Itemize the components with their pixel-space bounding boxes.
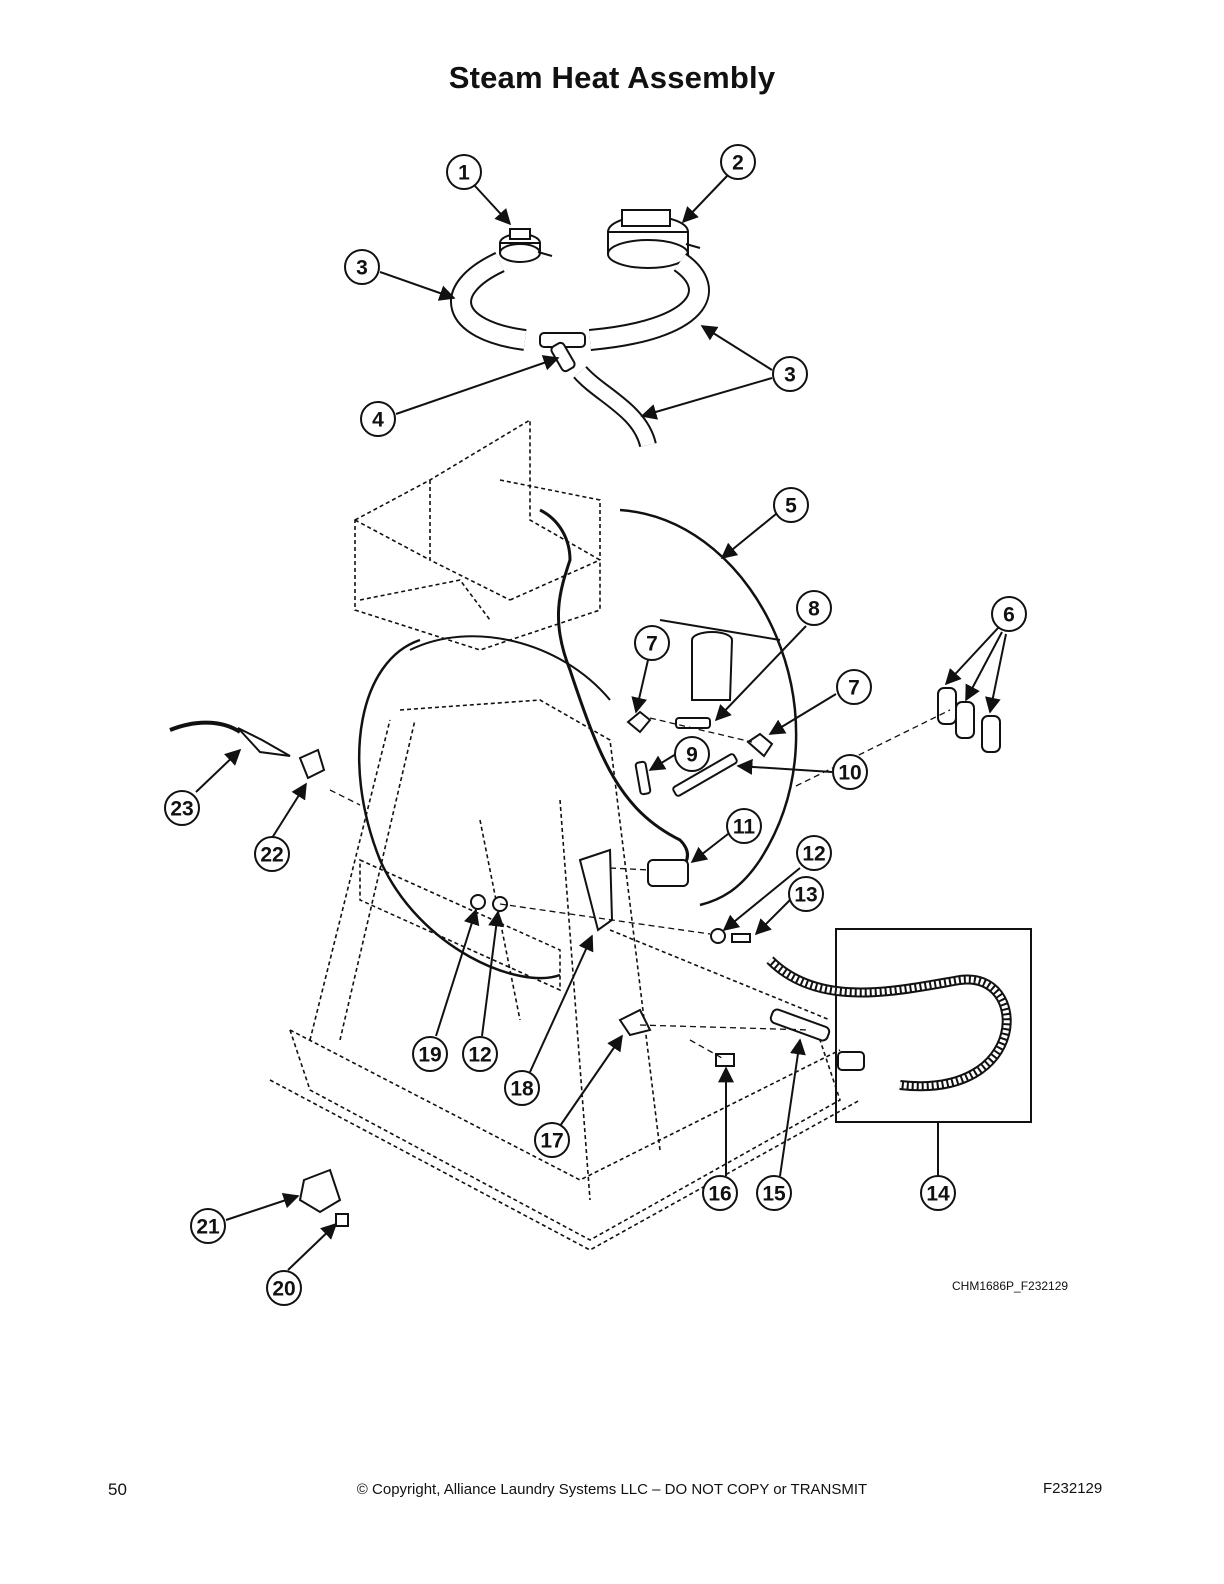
callout-circle	[796, 835, 832, 871]
callout-c6: 6	[991, 596, 1027, 632]
callout-circle	[836, 669, 872, 705]
callout-c14: 14	[920, 1175, 956, 1211]
callout-c7b: 7	[836, 669, 872, 705]
callout-c15: 15	[756, 1175, 792, 1211]
callout-label: 5	[785, 495, 797, 518]
callout-label: 7	[848, 677, 860, 700]
callout-circle	[674, 736, 710, 772]
callout-circle	[534, 1122, 570, 1158]
callout-circle	[788, 876, 824, 912]
dryer-drum	[357, 508, 798, 980]
tee-fitting	[539, 332, 586, 373]
callout-label: 19	[418, 1044, 441, 1067]
callout-label: 17	[540, 1130, 563, 1153]
callout-c10: 10	[832, 754, 868, 790]
callout-circle	[634, 625, 670, 661]
steam-hose-box	[766, 928, 1032, 1180]
callout-c12a: 12	[796, 835, 832, 871]
callouts	[195, 175, 1007, 1271]
callout-circle	[832, 754, 868, 790]
callout-c8: 8	[796, 590, 832, 626]
callout-label: 3	[356, 257, 368, 280]
callout-c18: 18	[504, 1070, 540, 1106]
callout-c5: 5	[773, 487, 809, 523]
callout-circle	[412, 1036, 448, 1072]
callout-label: 4	[372, 409, 384, 432]
callout-circle	[344, 249, 380, 285]
callout-c7a: 7	[634, 625, 670, 661]
callout-c20: 20	[266, 1270, 302, 1306]
callout-c3b: 3	[772, 356, 808, 392]
callout-c17: 17	[534, 1122, 570, 1158]
callout-label: 20	[272, 1278, 295, 1301]
callout-label: 6	[1003, 604, 1015, 627]
callout-label: 22	[260, 844, 283, 867]
document-id: F232129	[1043, 1480, 1103, 1497]
callout-label: 21	[196, 1216, 220, 1239]
callout-label: 18	[510, 1078, 534, 1101]
callout-label: 10	[838, 762, 861, 785]
figure-id: CHM1686P_F232129	[952, 1279, 1069, 1293]
fittings	[298, 687, 1001, 1227]
pressure-switch-large	[607, 209, 701, 269]
callout-c21: 21	[190, 1208, 226, 1244]
callout-c11: 11	[726, 808, 762, 844]
copyright-notice: © Copyright, Alliance Laundry Systems LL…	[356, 1481, 868, 1498]
callout-label: 16	[708, 1183, 731, 1206]
callout-label: 14	[926, 1183, 950, 1206]
callout-circle	[726, 808, 762, 844]
callout-c4: 4	[360, 401, 396, 437]
callout-label: 8	[808, 598, 820, 621]
callout-circle	[266, 1270, 302, 1306]
callout-c3a: 3	[344, 249, 380, 285]
callout-c13: 13	[788, 876, 824, 912]
callout-label: 11	[733, 816, 756, 839]
page-number: 50	[108, 1480, 127, 1499]
callout-circle	[773, 487, 809, 523]
dryer-housing	[269, 418, 861, 1251]
callout-circle	[164, 790, 200, 826]
callout-circle	[920, 1175, 956, 1211]
callout-circle	[720, 144, 756, 180]
callout-label: 1	[458, 162, 470, 185]
callout-circle	[254, 836, 290, 872]
callout-circle	[702, 1175, 738, 1211]
callout-label: 15	[762, 1183, 786, 1206]
callout-label: 13	[794, 884, 817, 907]
callout-circle	[756, 1175, 792, 1211]
callout-circle	[991, 596, 1027, 632]
callout-circle	[504, 1070, 540, 1106]
callout-circle	[446, 154, 482, 190]
callout-c19: 19	[412, 1036, 448, 1072]
dashed-leaders	[329, 709, 951, 1059]
callout-circle	[772, 356, 808, 392]
exhaust-duct	[691, 631, 733, 701]
callout-c23: 23	[164, 790, 200, 826]
callout-label: 12	[468, 1044, 491, 1067]
callout-circle	[462, 1036, 498, 1072]
callout-c16: 16	[702, 1175, 738, 1211]
callout-label: 2	[732, 152, 744, 175]
callout-c2: 2	[720, 144, 756, 180]
page-title: Steam Heat Assembly	[448, 60, 776, 95]
callout-c22: 22	[254, 836, 290, 872]
callout-label: 23	[170, 798, 193, 821]
callout-label: 12	[802, 843, 825, 866]
wiring-harness	[539, 508, 689, 872]
hoses	[450, 252, 710, 448]
callout-c12b: 12	[462, 1036, 498, 1072]
callout-circle	[190, 1208, 226, 1244]
callout-c1: 1	[446, 154, 482, 190]
callout-circle	[796, 590, 832, 626]
temperature-probe	[169, 720, 291, 757]
callout-label: 3	[784, 364, 796, 387]
callout-label: 9	[686, 744, 698, 767]
callout-circle	[360, 401, 396, 437]
pressure-switch-small	[499, 228, 553, 263]
callout-label: 7	[646, 633, 658, 656]
callout-c9: 9	[674, 736, 710, 772]
